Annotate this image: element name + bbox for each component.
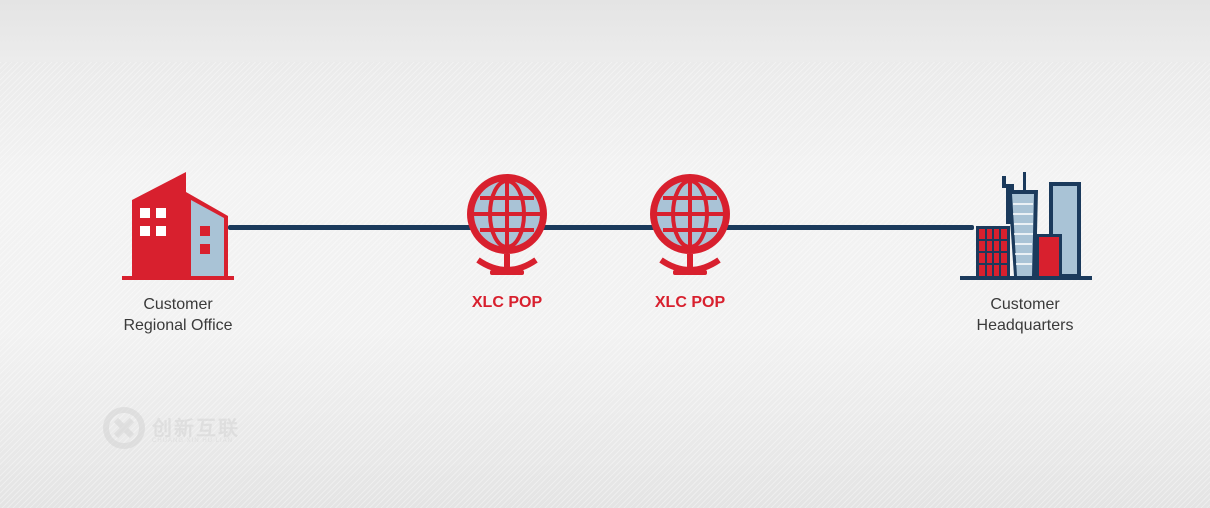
watermark-subtext: CHUANG XIN HU LIAN xyxy=(152,438,234,444)
watermark-logo-icon xyxy=(103,407,145,449)
headquarters-city-icon xyxy=(960,172,1092,280)
regional-office-line2: Regional Office xyxy=(123,317,233,334)
headquarters-line1: Customer xyxy=(990,296,1060,313)
connection-line xyxy=(228,225,974,230)
office-building-icon xyxy=(122,172,234,280)
globe-icon xyxy=(650,174,730,275)
headquarters-label: Customer Headquarters xyxy=(945,294,1105,336)
pop-label-1: XLC POP xyxy=(471,294,543,311)
regional-office-line1: Customer xyxy=(143,296,213,313)
pop-label-2: XLC POP xyxy=(654,294,726,311)
headquarters-line2: Headquarters xyxy=(976,317,1074,334)
regional-office-label: Customer Regional Office xyxy=(98,294,258,336)
header-band xyxy=(0,0,1210,62)
globe-icon xyxy=(467,174,547,275)
watermark: 创新互联 CHUANG XIN HU LIAN xyxy=(102,406,282,450)
watermark-text: 创新互联 xyxy=(152,418,240,440)
